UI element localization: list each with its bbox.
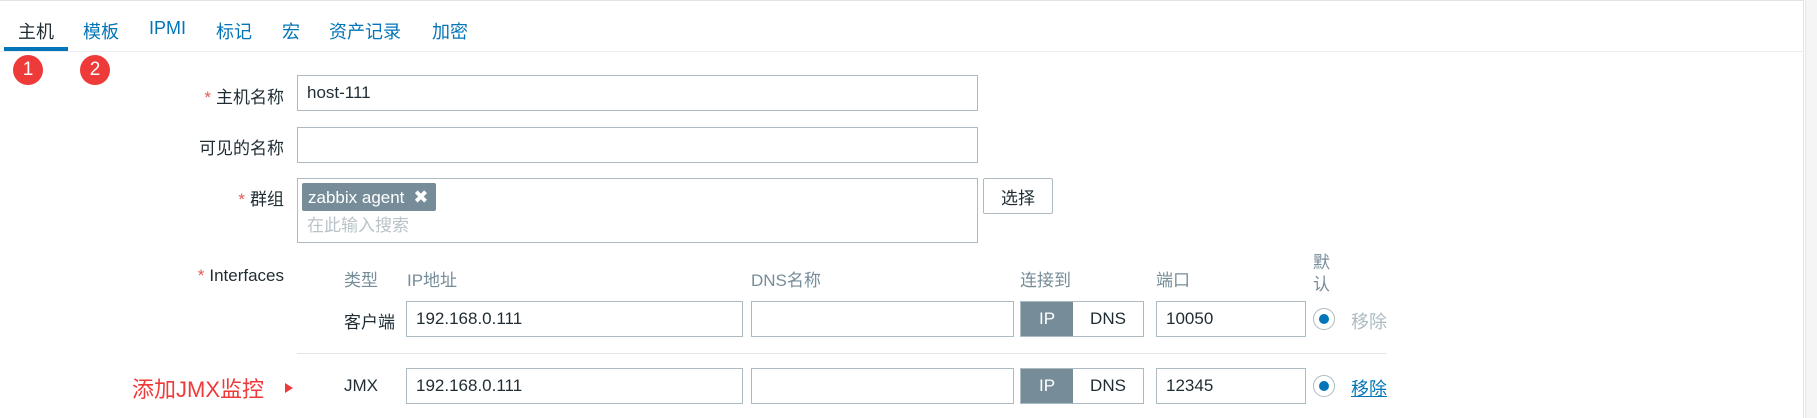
col-header-port: 端口 — [1156, 271, 1190, 290]
host-name-input[interactable] — [297, 75, 978, 111]
jmx-connect-dns-button[interactable]: DNS — [1090, 376, 1126, 395]
scrollbar[interactable] — [1805, 0, 1817, 418]
tab-templates[interactable]: 模板 — [83, 22, 119, 42]
col-header-default: 默认 — [1313, 253, 1330, 294]
jmx-annotation: 添加JMX监控 — [132, 377, 265, 402]
jmx-connect-toggle: IP DNS — [1020, 368, 1144, 404]
agent-ip-input[interactable] — [406, 301, 743, 337]
visible-name-label: 可见的名称 — [199, 139, 284, 158]
tab-inventory[interactable]: 资产记录 — [329, 22, 401, 42]
groups-label: *群组 — [238, 190, 284, 209]
step-badge-1: 1 — [13, 55, 43, 85]
required-marker: * — [238, 190, 245, 209]
jmx-ip-input[interactable] — [406, 368, 743, 404]
interface-divider — [297, 353, 1386, 354]
active-tab-indicator — [4, 47, 68, 51]
required-marker: * — [204, 88, 211, 107]
host-name-label: *主机名称 — [204, 88, 284, 107]
jmx-dns-input[interactable] — [751, 368, 1014, 404]
jmx-connect-ip-button[interactable]: IP — [1021, 369, 1073, 403]
jmx-port-input[interactable] — [1156, 368, 1306, 404]
interface-type-agent: 客户端 — [344, 313, 395, 332]
group-tag-label: zabbix agent — [308, 188, 405, 207]
tab-encryption[interactable]: 加密 — [432, 22, 468, 42]
group-tag: zabbix agent ✖ — [302, 183, 436, 211]
close-icon[interactable]: ✖ — [413, 187, 429, 207]
jmx-default-radio[interactable] — [1313, 375, 1335, 397]
step-badge-2: 2 — [80, 55, 110, 85]
groups-multiselect[interactable]: zabbix agent ✖ — [297, 178, 978, 243]
tab-host[interactable]: 主机 — [18, 22, 54, 42]
tab-ipmi[interactable]: IPMI — [149, 18, 187, 38]
col-header-connect: 连接到 — [1020, 271, 1071, 290]
agent-default-radio[interactable] — [1313, 308, 1335, 330]
agent-port-input[interactable] — [1156, 301, 1306, 337]
agent-connect-dns-button[interactable]: DNS — [1090, 309, 1126, 328]
agent-connect-ip-button[interactable]: IP — [1021, 302, 1073, 336]
col-header-ip: IP地址 — [407, 271, 458, 290]
groups-search-input[interactable] — [302, 213, 962, 239]
interfaces-label: *Interfaces — [197, 266, 284, 285]
tab-macros[interactable]: 宏 — [282, 22, 300, 42]
visible-name-input[interactable] — [297, 127, 978, 163]
jmx-remove-link[interactable]: 移除 — [1351, 379, 1387, 399]
agent-remove-link: 移除 — [1351, 312, 1387, 332]
select-groups-button[interactable]: 选择 — [983, 178, 1053, 214]
agent-dns-input[interactable] — [751, 301, 1014, 337]
agent-connect-toggle: IP DNS — [1020, 301, 1144, 337]
required-marker: * — [197, 266, 205, 285]
tab-bar: 主机 模板 IPMI 标记 宏 资产记录 加密 — [0, 0, 1804, 52]
col-header-type: 类型 — [344, 271, 378, 290]
annotation-arrow-icon — [285, 383, 293, 393]
interface-type-jmx: JMX — [344, 376, 378, 395]
tab-tags[interactable]: 标记 — [216, 22, 252, 42]
col-header-dns: DNS名称 — [751, 271, 821, 290]
